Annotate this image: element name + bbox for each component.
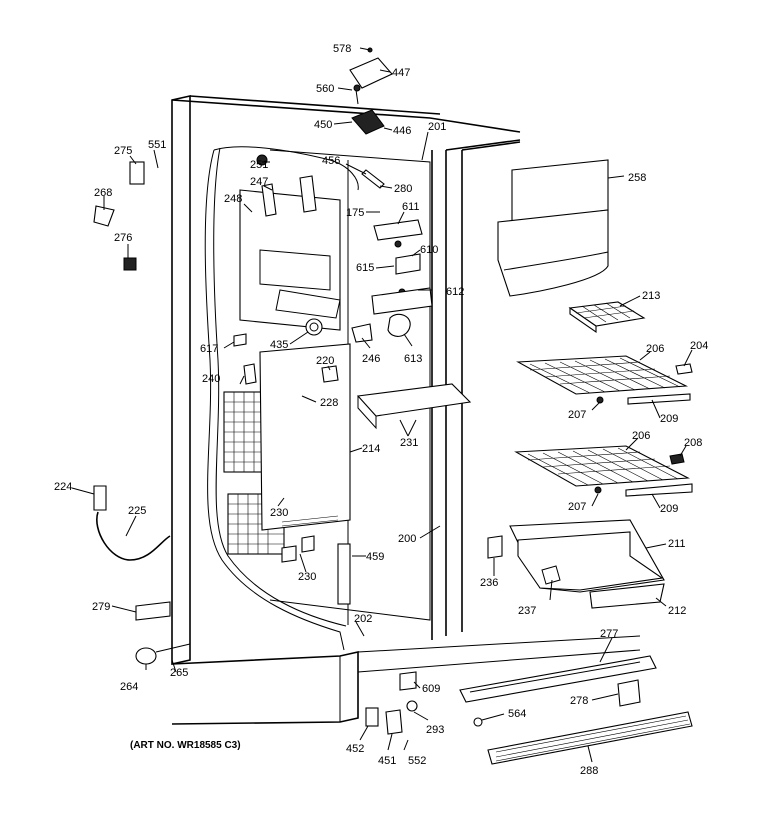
callout-248: 248 — [224, 193, 242, 205]
callout-231: 231 — [400, 437, 418, 449]
callout-279: 279 — [92, 601, 110, 613]
callout-277: 277 — [600, 628, 618, 640]
callout-202: 202 — [354, 613, 372, 625]
callout-230-upper: 230 — [270, 507, 288, 519]
callout-265: 265 — [170, 667, 188, 679]
callout-578: 578 — [333, 43, 351, 55]
callout-236: 236 — [480, 577, 498, 589]
callout-552: 552 — [408, 755, 426, 767]
wire-shelf-upper — [516, 355, 693, 405]
callout-452: 452 — [346, 743, 364, 755]
callout-251: 251 — [250, 159, 268, 171]
callout-611: 611 — [402, 201, 420, 213]
callout-207-upper: 207 — [568, 409, 586, 421]
callout-247: 247 — [250, 176, 268, 188]
callout-560: 560 — [316, 83, 334, 95]
toe-grille — [487, 711, 693, 765]
callout-206-lower: 206 — [632, 430, 650, 442]
callout-293: 293 — [426, 724, 444, 736]
callout-206-upper: 206 — [646, 343, 664, 355]
callout-228: 228 — [320, 397, 338, 409]
callout-280: 280 — [394, 183, 412, 195]
callout-609: 609 — [422, 683, 440, 695]
callout-209-lower: 209 — [660, 503, 678, 515]
freezer-shelf — [356, 383, 472, 417]
callout-276: 276 — [114, 232, 132, 244]
callout-456: 456 — [322, 155, 340, 167]
callout-551: 551 — [148, 139, 166, 151]
art-number-caption: (ART NO. WR18585 C3) — [130, 740, 241, 751]
callout-451: 451 — [378, 755, 396, 767]
callout-201: 201 — [428, 121, 446, 133]
callout-264: 264 — [120, 681, 138, 693]
callout-617: 617 — [200, 343, 218, 355]
leader-lines — [71, 47, 693, 763]
evaporator-cover-assembly — [239, 175, 341, 336]
callout-224: 224 — [54, 481, 72, 493]
callout-615: 615 — [356, 262, 374, 274]
callout-612: 612 — [446, 286, 464, 298]
callout-246: 246 — [362, 353, 380, 365]
callout-200: 200 — [398, 533, 416, 545]
callout-564: 564 — [508, 708, 526, 720]
callout-240: 240 — [202, 373, 220, 385]
callout-214: 214 — [362, 443, 380, 455]
callout-459: 459 — [366, 551, 384, 563]
callout-258: 258 — [628, 172, 646, 184]
callout-207-lower: 207 — [568, 501, 586, 513]
callout-275: 275 — [114, 145, 132, 157]
callout-435: 435 — [270, 339, 288, 351]
callout-610: 610 — [420, 244, 438, 256]
callout-labels: 578 447 560 450 446 201 275 551 251 456 … — [54, 43, 708, 777]
callout-230-lower: 230 — [298, 571, 316, 583]
callout-237: 237 — [518, 605, 536, 617]
callout-225: 225 — [128, 505, 146, 517]
callout-175: 175 — [346, 207, 364, 219]
callout-446: 446 — [393, 125, 411, 137]
callout-212: 212 — [668, 605, 686, 617]
callout-450: 450 — [314, 119, 332, 131]
callout-211: 211 — [668, 538, 686, 550]
loose-parts — [93, 154, 641, 735]
fresh-food-light-cover — [497, 159, 609, 297]
callout-447: 447 — [392, 67, 410, 79]
callout-278: 278 — [570, 695, 588, 707]
callout-268: 268 — [94, 187, 112, 199]
callout-220: 220 — [316, 355, 334, 367]
callout-209-upper: 209 — [660, 413, 678, 425]
evaporator-cover-panel — [259, 343, 351, 531]
callout-204: 204 — [690, 340, 708, 352]
crisper-pan — [509, 519, 665, 609]
bottom-rail — [459, 655, 657, 703]
callout-213: 213 — [642, 290, 660, 302]
wire-shelf-lower — [514, 445, 693, 497]
ice-cube-tray — [568, 301, 646, 334]
callout-288: 288 — [580, 765, 598, 777]
callout-613: 613 — [404, 353, 422, 365]
top-hinge-assembly — [349, 47, 393, 189]
callout-208: 208 — [684, 437, 702, 449]
